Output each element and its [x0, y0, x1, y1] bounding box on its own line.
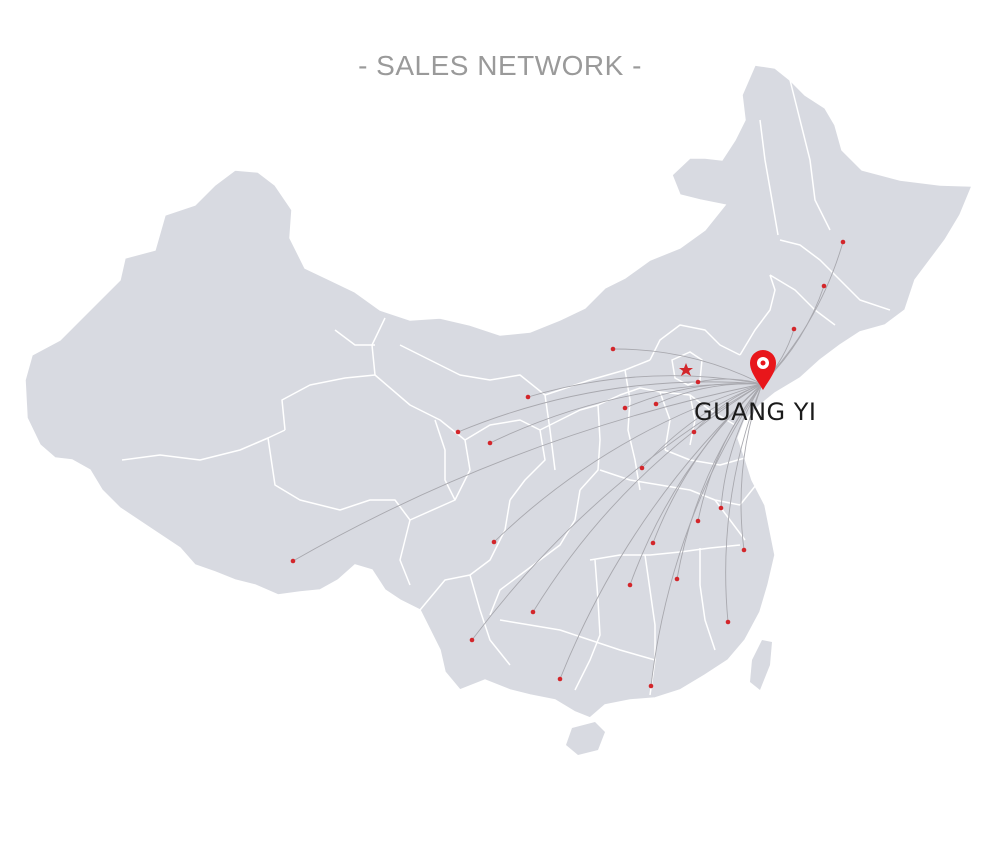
destination-dot: [290, 558, 296, 564]
destination-dot: [491, 539, 497, 545]
destination-dot: [530, 609, 536, 615]
route-line: [457, 381, 763, 433]
map-title: - SALES NETWORK -: [358, 50, 642, 81]
destination-dot: [525, 394, 531, 400]
destination-dot: [648, 683, 654, 689]
destination-dot: [557, 676, 563, 682]
route-lines: [292, 241, 844, 687]
hainan-island: [566, 722, 605, 755]
destination-dot: [469, 637, 475, 643]
route-line: [720, 383, 763, 509]
route-line: [489, 383, 763, 444]
route-line: [740, 383, 763, 551]
taiwan-island: [750, 640, 772, 690]
destination-dot: [627, 582, 633, 588]
destination-dot: [821, 283, 827, 289]
hq-label: GUANG YI: [694, 398, 817, 426]
destination-dot: [487, 440, 493, 446]
route-line: [559, 383, 763, 680]
map-pin-icon: [750, 350, 776, 390]
route-line: [532, 383, 763, 613]
destination-dots: [290, 239, 846, 689]
destination-dot: [622, 405, 628, 411]
destination-dot: [653, 401, 659, 407]
star-icon: [679, 363, 693, 376]
mainland-landmass: [24, 64, 974, 719]
destination-dot: [610, 346, 616, 352]
route-line: [725, 383, 763, 623]
destination-dot: [791, 326, 797, 332]
route-line: [292, 383, 763, 562]
destination-dot: [840, 239, 846, 245]
province-borders: [121, 79, 891, 696]
destination-dot: [725, 619, 731, 625]
route-line: [650, 383, 763, 687]
beijing-boundary: [671, 351, 703, 386]
route-line: [493, 383, 763, 543]
destination-dot: [650, 540, 656, 546]
destination-dot: [695, 379, 701, 385]
destination-dot: [674, 576, 680, 582]
destination-dot: [695, 518, 701, 524]
destination-dot: [455, 429, 461, 435]
destination-dot: [639, 465, 645, 471]
route-line: [676, 383, 763, 580]
route-line: [471, 383, 763, 641]
destination-dot: [741, 547, 747, 553]
route-line: [612, 348, 763, 385]
route-line: [527, 375, 763, 398]
destination-dot: [718, 505, 724, 511]
destination-dot: [691, 429, 697, 435]
